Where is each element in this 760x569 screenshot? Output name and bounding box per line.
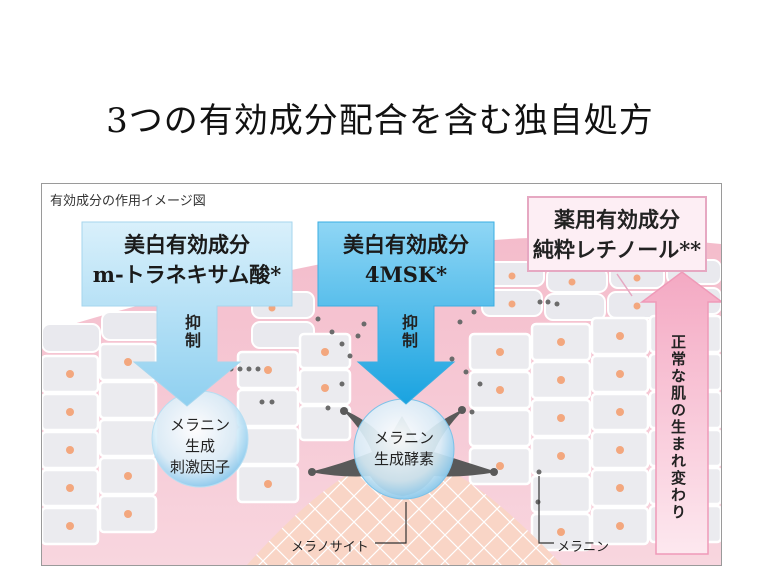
ingredient-category: 美白有効成分	[343, 232, 469, 257]
retinol-connector	[616, 273, 633, 297]
enzyme-line-1: メラニン	[373, 429, 434, 447]
melanin-label: メラニン	[557, 540, 610, 555]
enzyme-line-2: 生成酵素	[373, 450, 434, 468]
stimulus-factor-line-3: 刺激因子	[169, 458, 230, 476]
melanocyte-leader	[375, 502, 407, 544]
stimulus-factor-line-2: 生成	[184, 437, 215, 455]
ingredient-category: 薬用有効成分	[554, 207, 680, 232]
arrow-4msk	[317, 221, 495, 405]
inhibit-label-2: 抑制	[399, 314, 418, 350]
ingredient-category: 美白有効成分	[124, 232, 250, 257]
ingredient-retinol: 薬用有効成分 純粋レチノール**	[527, 196, 707, 272]
normal-turnover-label: 正常な肌の生まれ変わり	[669, 334, 687, 521]
ingredient-name: m-トラネキサム酸*	[92, 262, 282, 287]
melanocyte-base	[247, 454, 562, 565]
inhibit-label-1: 抑制	[182, 314, 201, 350]
ingredient-name: 4MSK*	[364, 262, 448, 287]
melanin-leader	[538, 476, 554, 544]
figure-caption: 有効成分の作用イメージ図	[50, 194, 206, 209]
diagram-art	[42, 221, 721, 565]
melanocyte-label: メラノサイト	[291, 540, 369, 555]
enzyme-label: メラニン 生成酵素	[354, 428, 454, 470]
page-title: 3つの有効成分配合を含む独自処方	[106, 101, 654, 141]
arrow-normal-turnover	[639, 271, 721, 555]
mechanism-diagram: 有効成分の作用イメージ図 美白有効成分 m-トラネキサム酸* 美白有効成分 4M…	[41, 183, 722, 566]
stimulus-factor-label: メラニン 生成 刺激因子	[150, 415, 250, 478]
stimulus-factor-line-1: メラニン	[169, 416, 230, 434]
arrow-tranexamic-acid	[81, 221, 293, 407]
ingredient-name: 純粋レチノール**	[532, 237, 702, 262]
ingredient-tranexamic-acid: 美白有効成分 m-トラネキサム酸*	[82, 222, 292, 306]
ingredient-4msk: 美白有効成分 4MSK*	[318, 222, 494, 306]
melanin-granules	[228, 299, 560, 505]
